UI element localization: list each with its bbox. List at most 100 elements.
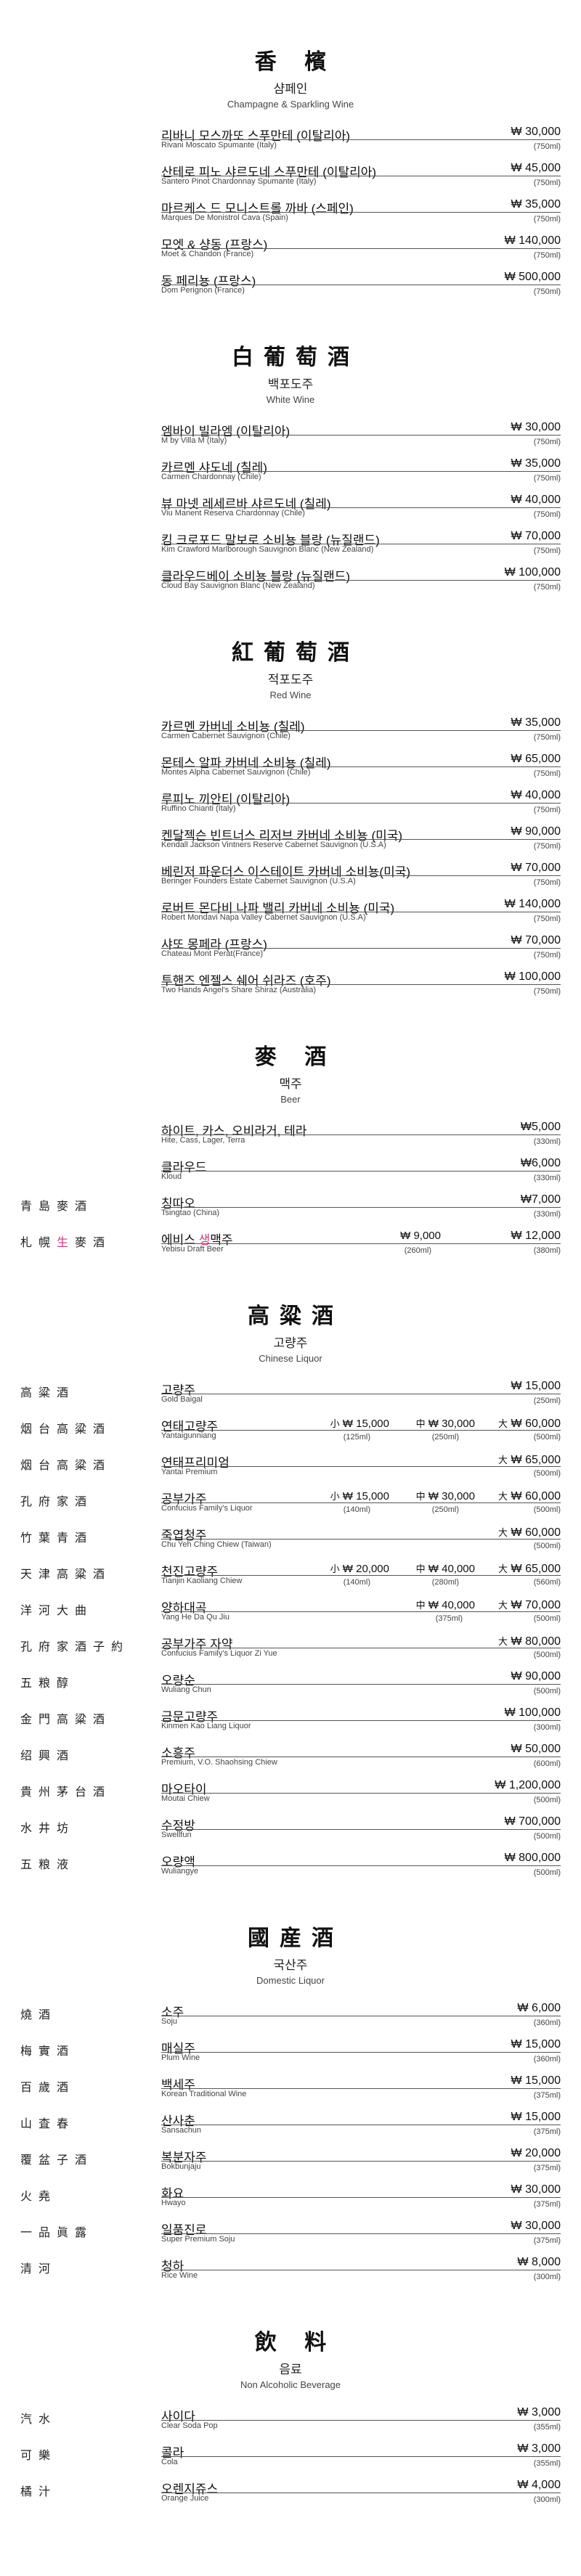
section-title-korean: 국산주 [273,1958,308,1972]
item-volume: (750ml) [533,142,561,151]
price-value: ₩ 60,000 [511,1418,561,1430]
item-volume: (375ml) [533,2127,561,2136]
item-detail: 엠바이 빌라엠 (이탈리아)M by Villa M (Italy)₩ 30,0… [161,418,561,451]
divider-line [161,803,561,804]
item-price: ₩ 100,000 [505,970,561,984]
price-value: ₩6,000 [520,1157,561,1169]
item-english-name: Kloud [161,1172,182,1181]
price-value: ₩ 15,000 [342,1418,389,1430]
item-volume: (500ml) [533,1651,561,1659]
price-value: ₩5,000 [520,1121,561,1133]
price-value: ₩ 65,000 [511,1454,561,1466]
menu-item: 엠바이 빌라엠 (이탈리아)M by Villa M (Italy)₩ 30,0… [0,418,581,454]
item-detail: 산테로 피노 샤르도네 스푸만테 (이탈리아)Santero Pinot Cha… [161,159,561,192]
divider-line [161,730,561,731]
item-english-name: Santero Pinot Chardonnay Spumante (Italy… [161,177,317,186]
item-volume: (560ml) [533,1578,561,1587]
size-tag-medium: 中 [415,1600,426,1611]
item-volume: (750ml) [533,438,561,446]
divider-line [161,1684,561,1685]
volume-small: (140ml) [343,1578,370,1587]
size-tag-large: 大 [498,1563,508,1574]
price-value: ₩ 30,000 [511,126,561,138]
item-volume: (600ml) [533,1759,561,1768]
item-price: 大 ₩ 65,000 [498,1452,561,1467]
item-volume: (500ml) [533,1469,561,1478]
price-medium: 中 ₩ 40,000 [416,1598,475,1611]
item-volume: (375ml) [533,2164,561,2172]
item-price: ₩ 12,000 [511,1230,561,1243]
item-hanja-name: 金門高粱酒 [20,1712,112,1726]
item-english-name: Cloud Bay Sauvignon Blanc (New Zealand) [161,581,315,590]
item-english-name: Confucius Family's Liquor [161,1504,253,1513]
volume-medium: (375ml) [435,1614,463,1623]
size-tag-small: 小 [330,1418,340,1429]
item-hanja-name: 可樂 [20,2448,57,2462]
price-value: ₩ 20,000 [511,2147,561,2159]
price-value: ₩ 30,000 [511,2183,561,2196]
divider-line [161,2088,561,2089]
section-title-english: Red Wine [269,690,312,700]
price-medium: 中 ₩ 30,000 [416,1416,475,1430]
item-volume: (330ml) [533,1174,561,1182]
item-price: ₩ 50,000 [511,1743,561,1756]
price-value: ₩ 35,000 [511,457,561,470]
section-title-hanja: 高粱酒 [248,1304,344,1329]
item-volume: (750ml) [533,806,561,814]
item-price: ₩ 15,000 [511,2074,561,2088]
item-volume: (750ml) [533,179,561,187]
item-price: ₩ 140,000 [505,898,561,911]
divider-line [161,1207,561,1208]
item-english-name: Clear Soda Pop [161,2421,218,2430]
item-english-name: Montes Alpha Cabernet Sauvignon (Chile) [161,768,311,777]
item-english-name: Orange Juice [161,2494,209,2503]
item-detail: 베린저 파운더스 이스테이트 카버네 소비뇽(미국)Beringer Found… [161,859,561,892]
item-english-name: Wuliangye [161,1867,199,1876]
divider-line [161,139,561,140]
item-price: ₩ 30,000 [511,2183,561,2196]
item-english-name: Super Premium Soju [161,2235,235,2244]
item-volume: (300ml) [533,1723,561,1732]
divider-line [161,1466,561,1467]
section-title-english: Domestic Liquor [256,1975,325,1986]
item-hanja-name: 孔府家酒 [20,1495,94,1508]
section-title-korean: 맥주 [279,1077,302,1091]
divider-line [161,875,561,876]
item-volume: (375ml) [533,2200,561,2209]
price-value: ₩ 60,000 [511,1490,561,1502]
item-price: 大 ₩ 60,000 [498,1525,561,1540]
item-price: ₩ 20,000 [511,2147,561,2160]
item-price: ₩ 800,000 [505,1852,561,1865]
item-price: ₩ 15,000 [511,1380,561,1393]
divider-line [161,507,561,508]
item-hanja-name: 清河 [20,2262,57,2276]
item-english-name: Bokbunjaju [161,2162,201,2171]
divider-line [161,1430,561,1431]
item-detail: 마르케스 드 모니스트롤 까바 (스페인)Marques De Monistro… [161,195,561,229]
item-english-name: Plum Wine [161,2053,200,2062]
item-english-name: Rice Wine [161,2271,198,2280]
item-volume: (750ml) [533,733,561,742]
price-value: ₩ 30,000 [511,421,561,433]
item-price: 大 ₩ 65,000 [498,1561,561,1576]
item-price: ₩ 700,000 [505,1815,561,1828]
item-price: ₩ 15,000 [511,2111,561,2124]
item-price: 大 ₩ 70,000 [498,1598,561,1612]
item-english-name: Chateau Mont Perat(France) [161,949,264,958]
divider-line [161,1829,561,1830]
price-value: ₩ 40,000 [511,494,561,506]
